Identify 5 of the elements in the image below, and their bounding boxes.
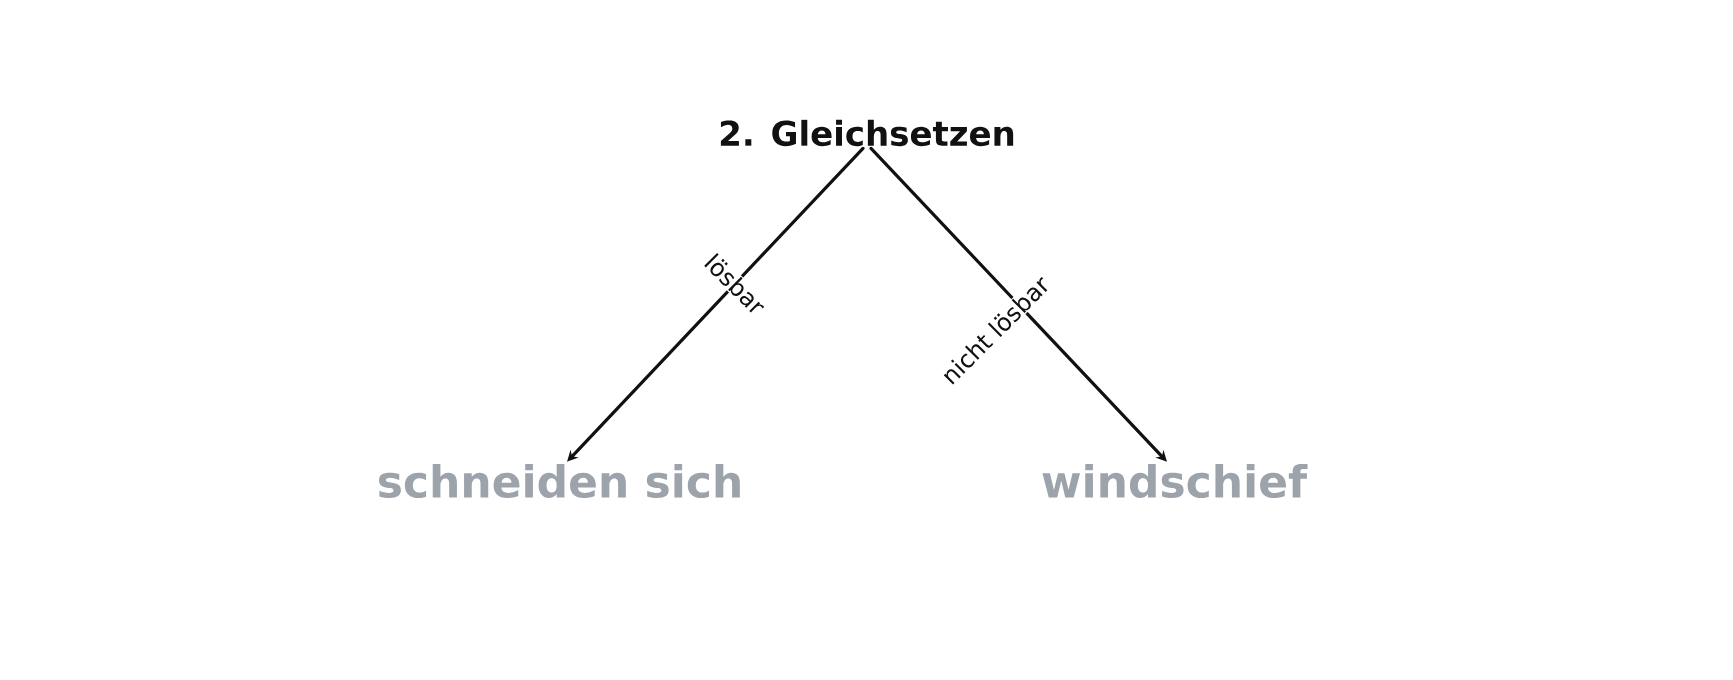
arrow — [869, 146, 1167, 462]
result-text: windschief — [1042, 463, 1308, 498]
heading-text: 2. Gleichsetzen — [720, 119, 1014, 147]
result-text: schneiden sich — [379, 463, 740, 498]
arrow — [567, 146, 865, 462]
